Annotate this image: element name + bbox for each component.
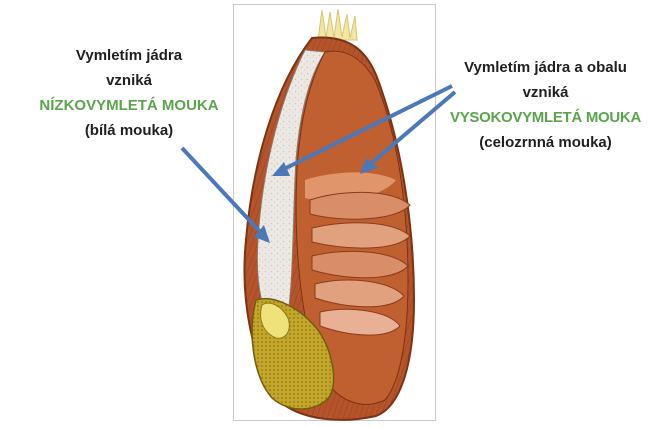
left-label-line-1: Vymletím jádra [20,43,238,68]
left-label-line-2: vzniká [20,68,238,93]
high-extraction-flour-title: VYSOKOVYMLETÁ MOUKA [430,105,661,130]
brush-hairs [318,9,357,40]
left-label-line-4: (bílá mouka) [20,118,238,143]
right-label-line-2: vzniká [430,80,661,105]
low-extraction-flour-label: Vymletím jádra vzniká NÍZKOVYMLETÁ MOUKA… [20,43,238,143]
right-label-line-1: Vymletím jádra a obalu [430,55,661,80]
right-label-line-4: (celozrnná mouka) [430,130,661,155]
low-extraction-flour-title: NÍZKOVYMLETÁ MOUKA [20,93,238,118]
high-extraction-flour-label: Vymletím jádra a obalu vzniká VYSOKOVYML… [430,55,661,155]
